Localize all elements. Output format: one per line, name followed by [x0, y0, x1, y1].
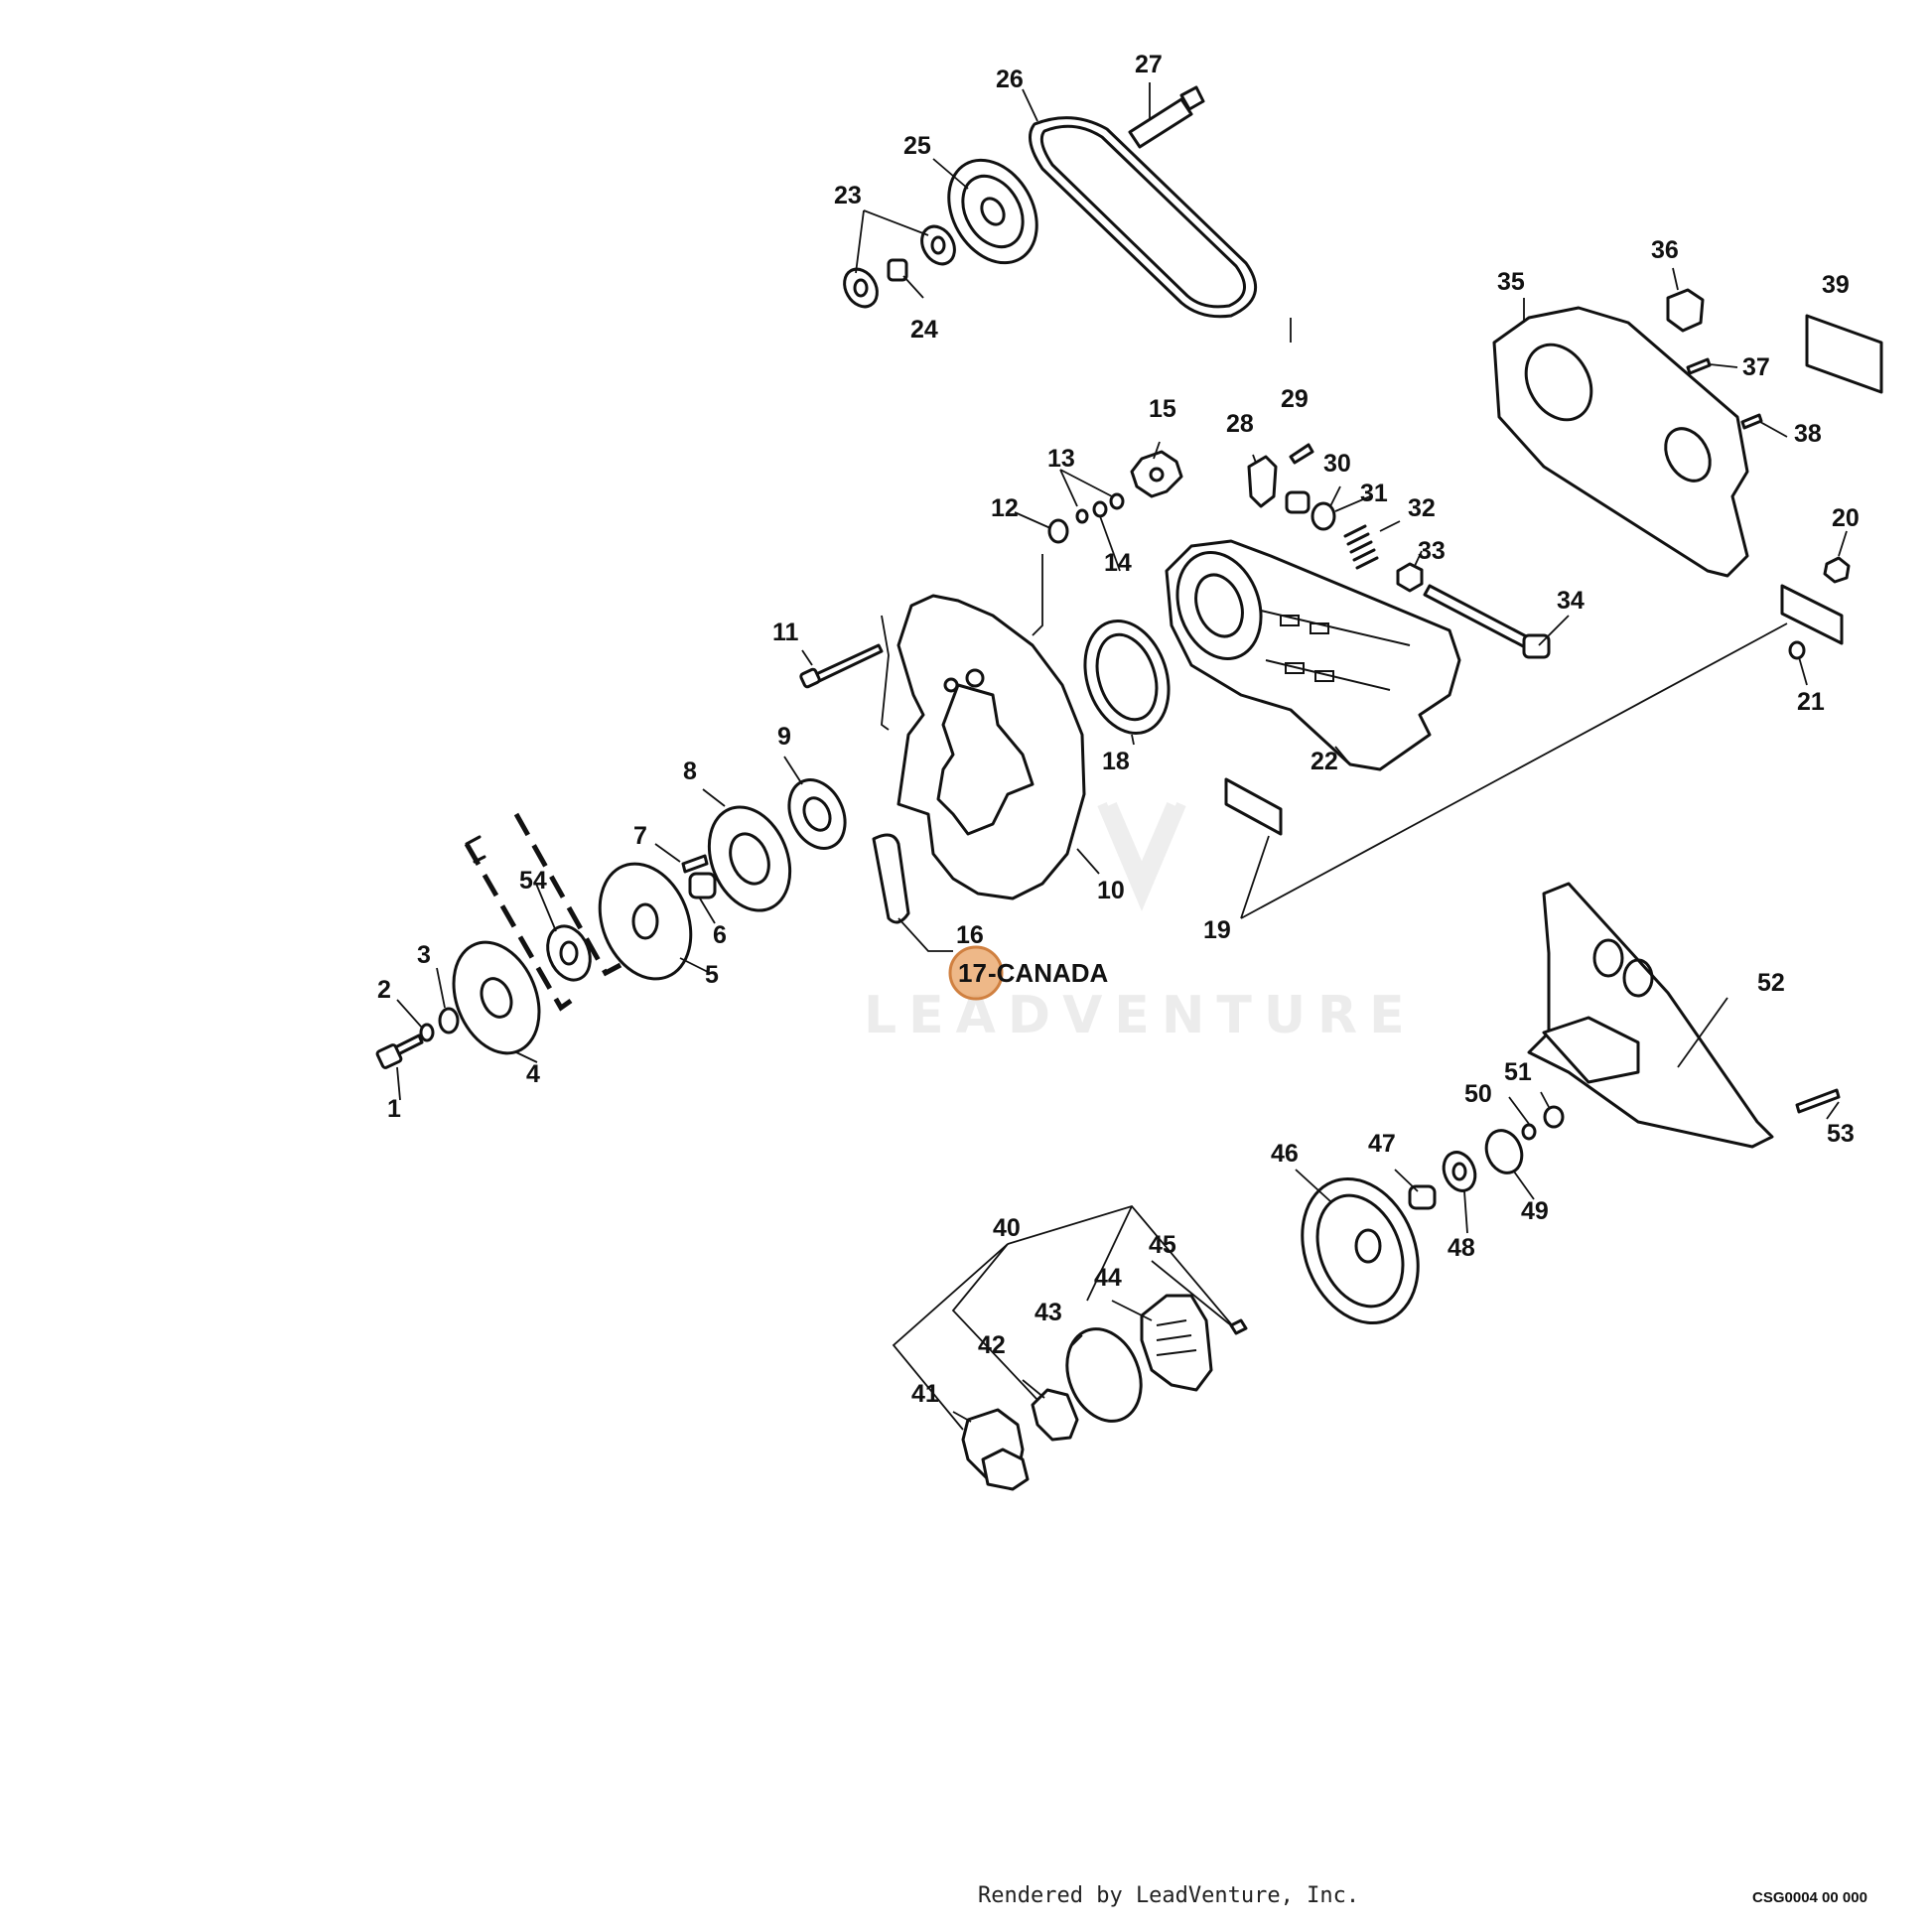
callout-7[interactable]: 7	[633, 822, 647, 850]
callout-43[interactable]: 43	[1035, 1299, 1062, 1326]
callout-17[interactable]: 17	[958, 958, 987, 988]
watermark: LEADVENTURE	[864, 802, 1417, 1045]
cutter-arm-group	[1165, 443, 1551, 771]
callout-10[interactable]: 10	[1097, 877, 1125, 904]
blade-guard-group	[787, 450, 1183, 924]
callout-42[interactable]: 42	[978, 1331, 1006, 1359]
belt-pulley-group	[843, 85, 1257, 319]
callout-54[interactable]: 54	[519, 867, 547, 895]
callout-12[interactable]: 12	[991, 494, 1019, 522]
callout-20[interactable]: 20	[1832, 504, 1860, 532]
clutch-group	[961, 1105, 1565, 1491]
callout-28[interactable]: 28	[1226, 410, 1254, 438]
callout-19[interactable]: 19	[1203, 916, 1231, 944]
callout-47[interactable]: 47	[1368, 1130, 1396, 1158]
callout-39[interactable]: 39	[1822, 271, 1850, 299]
callout-34[interactable]: 34	[1557, 587, 1585, 615]
callout-17-suffix: -CANADA	[988, 958, 1109, 988]
callout-13[interactable]: 13	[1047, 445, 1075, 473]
callout-41[interactable]: 41	[911, 1380, 939, 1408]
callout-2[interactable]: 2	[377, 976, 391, 1004]
callout-30[interactable]: 30	[1323, 450, 1351, 478]
callout-23[interactable]: 23	[834, 182, 862, 209]
callout-32[interactable]: 32	[1408, 494, 1436, 522]
callout-21[interactable]: 21	[1797, 688, 1825, 716]
callout-16[interactable]: 16	[956, 921, 984, 949]
callout-45[interactable]: 45	[1149, 1231, 1176, 1259]
diagram-code: CSG0004 00 000	[1752, 1889, 1867, 1906]
callout-26[interactable]: 26	[996, 66, 1024, 93]
callout-3[interactable]: 3	[417, 941, 431, 969]
callout-4[interactable]: 4	[526, 1060, 540, 1088]
callout-53[interactable]: 53	[1827, 1120, 1855, 1148]
watermark-text: LEADVENTURE	[864, 986, 1417, 1045]
callout-6[interactable]: 6	[713, 921, 727, 949]
callout-44[interactable]: 44	[1094, 1264, 1122, 1292]
callout-33[interactable]: 33	[1418, 537, 1446, 565]
callout-5[interactable]: 5	[705, 961, 719, 989]
callout-51[interactable]: 51	[1504, 1058, 1532, 1086]
callout-36[interactable]: 36	[1651, 236, 1679, 264]
highlight-marker[interactable]	[948, 945, 1004, 1001]
callout-22[interactable]: 22	[1311, 748, 1338, 775]
callout-46[interactable]: 46	[1271, 1140, 1299, 1168]
callout-18[interactable]: 18	[1102, 748, 1130, 775]
callout-31[interactable]: 31	[1360, 480, 1388, 507]
callout-15[interactable]: 15	[1149, 395, 1176, 423]
callout-49[interactable]: 49	[1521, 1197, 1549, 1225]
clutch-cover-group	[1527, 882, 1841, 1149]
callout-labels: 1 2 3 4 5 6 7 8 9 10 11 12 13 14 15 16 1…	[377, 51, 1860, 1408]
callout-14[interactable]: 14	[1104, 549, 1132, 577]
callout-29[interactable]: 29	[1281, 385, 1309, 413]
callout-40[interactable]: 40	[993, 1214, 1021, 1242]
callout-52[interactable]: 52	[1757, 969, 1785, 997]
footer-credit: Rendered by LeadVenture, Inc.	[978, 1883, 1359, 1908]
callout-48[interactable]: 48	[1448, 1234, 1475, 1262]
callout-8[interactable]: 8	[683, 758, 697, 785]
callout-38[interactable]: 38	[1794, 420, 1822, 448]
callout-11[interactable]: 11	[772, 619, 799, 646]
callout-25[interactable]: 25	[903, 132, 931, 160]
callout-35[interactable]: 35	[1497, 268, 1525, 296]
callout-37[interactable]: 37	[1742, 353, 1770, 381]
callout-27[interactable]: 27	[1135, 51, 1163, 78]
belt-cover-group	[1492, 288, 1883, 578]
callout-1[interactable]: 1	[387, 1095, 401, 1123]
flange-group	[375, 805, 792, 1069]
leader-lines	[396, 82, 1848, 1431]
highlighted-callout[interactable]: 17 -CANADA	[948, 945, 1109, 1001]
callout-9[interactable]: 9	[777, 723, 791, 751]
plate-group	[1224, 556, 1851, 836]
callout-50[interactable]: 50	[1464, 1080, 1492, 1108]
callout-24[interactable]: 24	[910, 316, 938, 344]
